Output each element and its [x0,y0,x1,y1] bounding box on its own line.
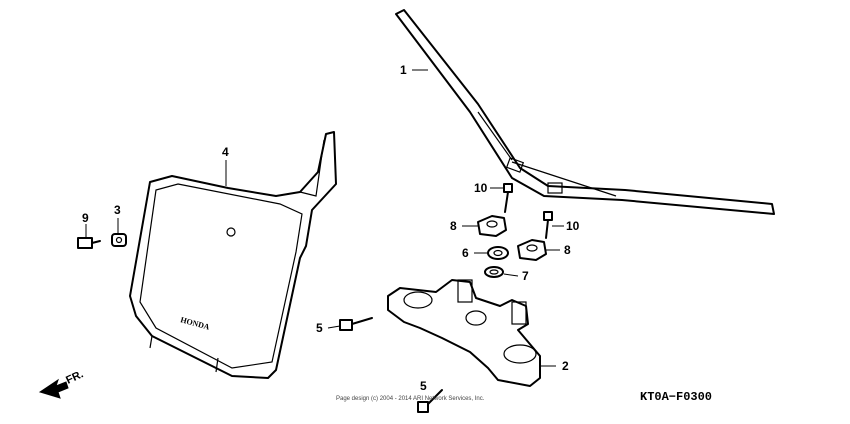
callout-7[interactable]: 7 [522,269,529,283]
bolt-5-lower[interactable] [417,389,443,413]
callout-8b[interactable]: 8 [564,243,571,257]
leader-7 [503,273,519,277]
callout-6[interactable]: 6 [462,246,469,260]
callout-8a[interactable]: 8 [450,219,457,233]
leader-5a [327,325,341,329]
nut-6[interactable] [487,246,509,260]
handlebar[interactable] [395,9,775,215]
top-bridge[interactable] [387,279,541,387]
callout-10b[interactable]: 10 [566,219,580,233]
holder-upper-right[interactable] [517,239,547,261]
bolt-5-upper[interactable] [339,317,373,331]
diagram-code: KT0A−F0300 [640,390,712,404]
front-direction-indicator: FR. [38,368,85,399]
callout-4[interactable]: 4 [222,145,229,159]
callout-10a[interactable]: 10 [474,181,488,195]
callout-2[interactable]: 2 [562,359,569,373]
front-label: FR. [64,368,85,386]
front-arrow-icon [38,378,69,399]
bolt-10-right[interactable] [543,211,553,239]
nut-3[interactable] [111,233,127,247]
callout-5a[interactable]: 5 [316,321,323,335]
number-plate[interactable]: HONDA [129,131,337,379]
holder-upper-left[interactable] [477,215,507,237]
callout-5b[interactable]: 5 [420,379,427,393]
copyright-notice: Page design (c) 2004 - 2014 ARI Network … [336,396,485,402]
callout-1[interactable]: 1 [400,63,407,77]
plate-logo: HONDA [179,315,210,331]
bolt-10-left[interactable] [503,183,513,213]
callout-3[interactable]: 3 [114,203,121,217]
callout-9[interactable]: 9 [82,211,89,225]
bolt-9[interactable] [77,237,101,249]
washer-7[interactable] [484,266,504,278]
